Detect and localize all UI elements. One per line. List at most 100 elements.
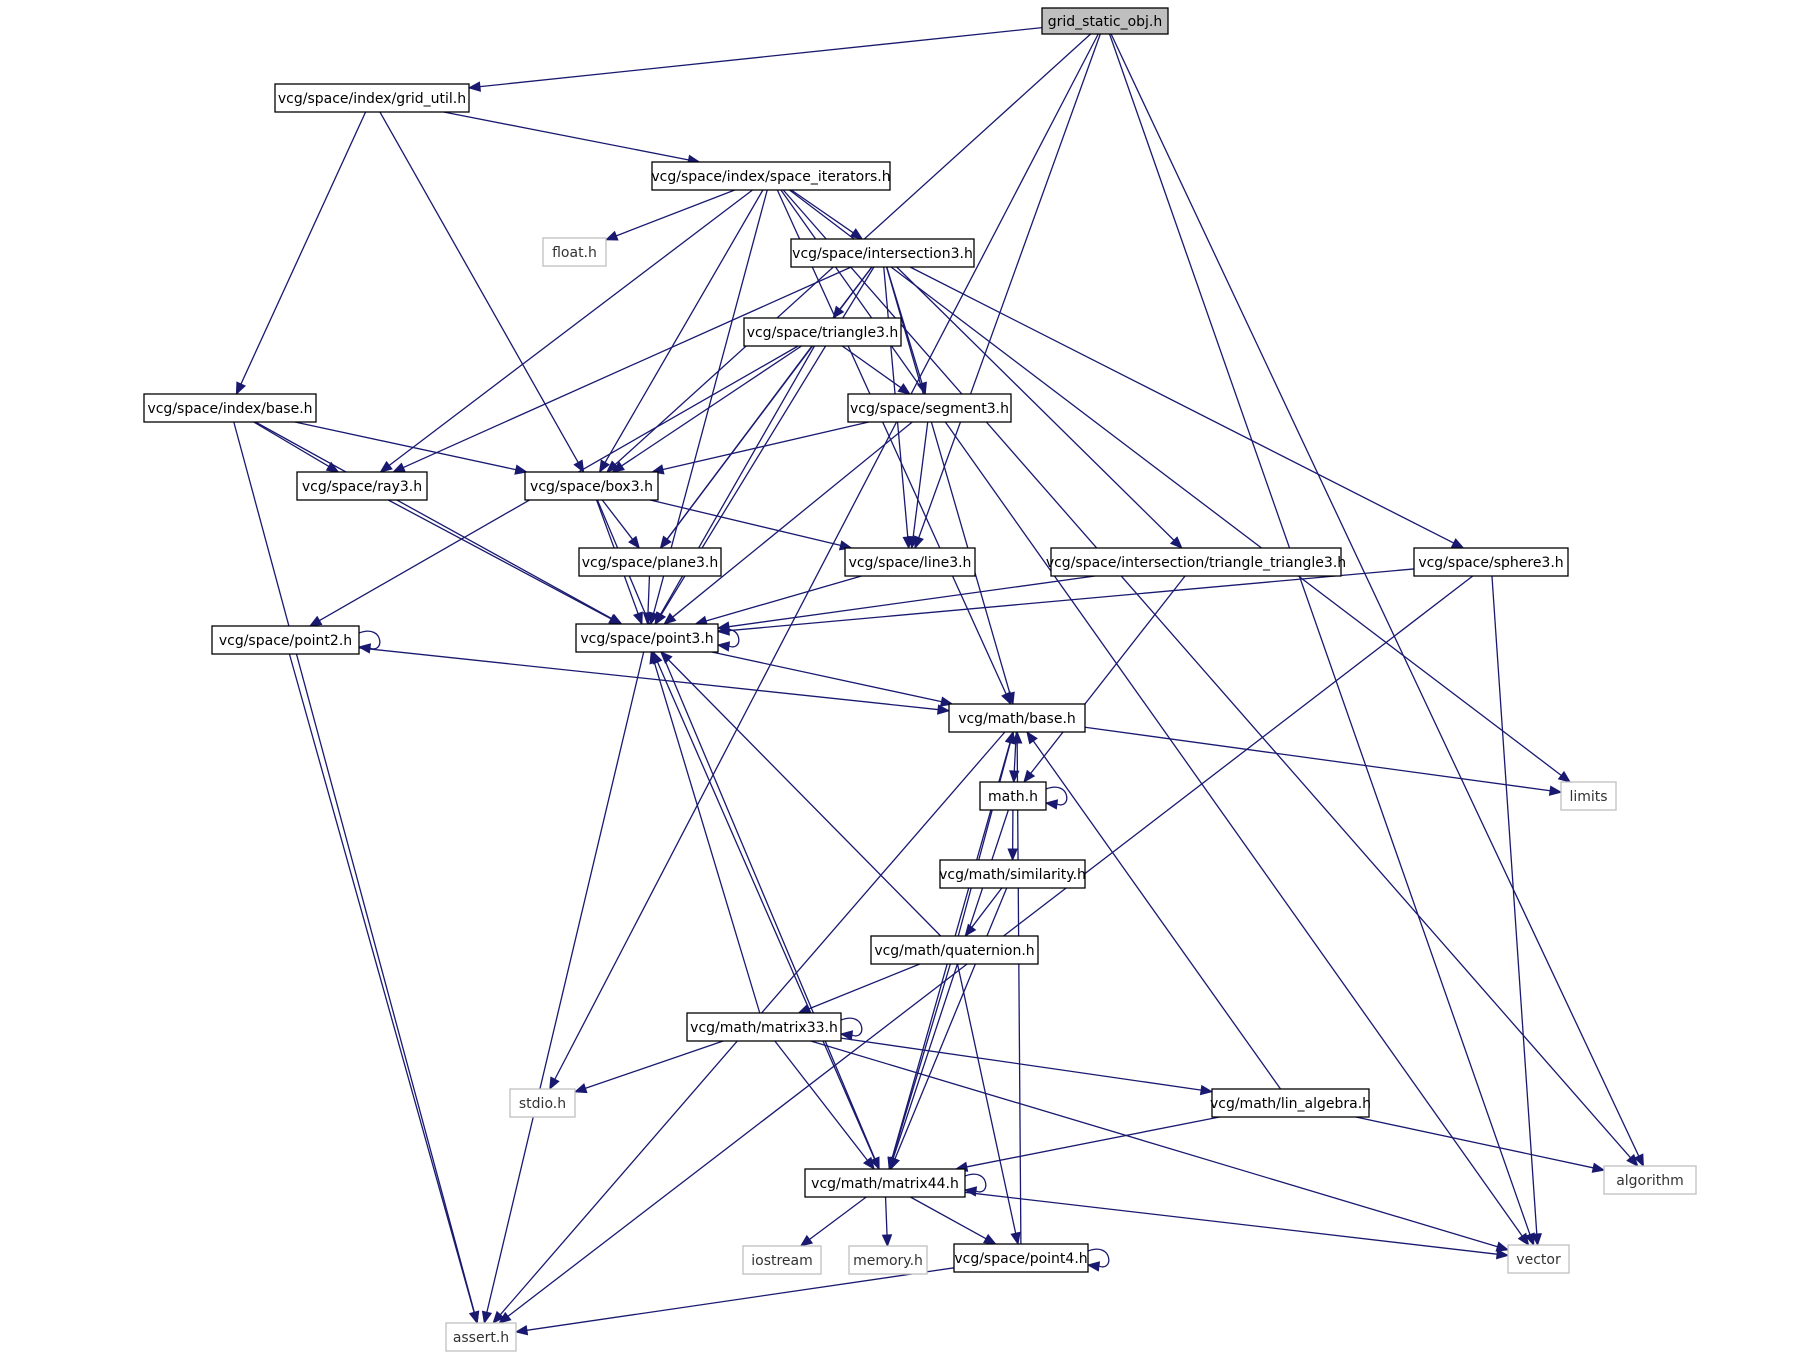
edge-segment3-to-line3 — [908, 421, 929, 550]
edge-lin_algebra-to-algorithm — [1355, 1116, 1606, 1173]
node-matrix44[interactable]: vcg/math/matrix44.h — [804, 1168, 966, 1198]
node-intersection3[interactable]: vcg/space/intersection3.h — [790, 238, 975, 268]
node-algorithm: algorithm — [1603, 1165, 1697, 1195]
node-label: vcg/math/similarity.h — [939, 867, 1086, 883]
edge-space_iterators-to-intersection3 — [790, 189, 864, 240]
edge-point4-to-assert — [514, 1267, 955, 1336]
node-label: algorithm — [1616, 1173, 1684, 1189]
edge-box3-to-line3 — [650, 499, 853, 551]
edge-quaternion-to-math_base — [957, 730, 1016, 937]
edge-matrix44-to-point3 — [652, 650, 880, 1170]
node-triangle3[interactable]: vcg/space/triangle3.h — [743, 317, 902, 347]
edge-space_iterators-to-limits — [789, 189, 1572, 783]
edge-intersection3-to-tri_tri3 — [896, 266, 1183, 549]
edge-grid_static_obj-to-grid_util — [467, 26, 1043, 92]
edge-similarity-to-quaternion — [964, 887, 1003, 938]
edge-grid_util-to-box3 — [379, 111, 585, 474]
node-ray3[interactable]: vcg/space/ray3.h — [296, 471, 428, 501]
node-label: float.h — [552, 245, 597, 261]
nodes-layer: grid_static_obj.h vcg/space/index/grid_ut… — [143, 7, 1697, 1352]
node-memory: memory.h — [848, 1245, 928, 1275]
node-limits: limits — [1560, 781, 1617, 811]
edge-point4-to-math_base — [1011, 730, 1023, 1245]
edge-line3-to-point3 — [694, 575, 862, 626]
edge-grid_static_obj-to-vector — [1108, 33, 1535, 1247]
node-label: vcg/space/triangle3.h — [747, 325, 899, 341]
node-plane3[interactable]: vcg/space/plane3.h — [578, 547, 722, 577]
edge-matrix33-to-stdio — [573, 1040, 724, 1094]
node-label: vcg/math/matrix44.h — [811, 1176, 959, 1192]
edge-point2-to-assert — [288, 653, 480, 1325]
node-label: vcg/space/index/space_iterators.h — [651, 169, 890, 185]
edge-grid_static_obj-to-line3 — [914, 33, 1101, 550]
node-label: vcg/space/box3.h — [530, 479, 653, 495]
node-label: vcg/space/sphere3.h — [1418, 555, 1563, 571]
node-sphere3[interactable]: vcg/space/sphere3.h — [1413, 547, 1569, 577]
edge-point3-to-assert — [481, 651, 645, 1325]
edge-point2-to-math_base — [358, 647, 951, 715]
node-similarity[interactable]: vcg/math/similarity.h — [939, 859, 1086, 889]
node-point4[interactable]: vcg/space/point4.h — [953, 1243, 1089, 1273]
edge-matrix33-to-matrix33 — [839, 1017, 863, 1041]
edge-triangle3-to-box3 — [611, 345, 802, 473]
node-label: vcg/space/plane3.h — [582, 555, 718, 571]
node-label: memory.h — [853, 1253, 923, 1269]
node-space-iterators[interactable]: vcg/space/index/space_iterators.h — [651, 161, 891, 191]
edge-plane3-to-point3 — [642, 575, 654, 626]
edge-matrix44-to-point4 — [910, 1196, 997, 1245]
edge-index_base-to-ray3 — [253, 421, 340, 473]
node-tri-tri3[interactable]: vcg/space/intersection/triangle_triangle… — [1046, 547, 1346, 577]
node-point2[interactable]: vcg/space/point2.h — [211, 625, 360, 655]
node-index-base[interactable]: vcg/space/index/base.h — [143, 393, 317, 423]
node-iostream: iostream — [742, 1245, 822, 1275]
node-label: vcg/space/segment3.h — [850, 401, 1009, 417]
node-grid-static-obj[interactable]: grid_static_obj.h — [1041, 7, 1169, 35]
edge-point4-to-point4 — [1086, 1248, 1110, 1272]
node-label: vcg/space/intersection3.h — [792, 246, 973, 262]
edge-space_iterators-to-ray3 — [379, 189, 753, 473]
node-label: vcg/math/lin_algebra.h — [1210, 1096, 1371, 1112]
node-label: vector — [1516, 1252, 1561, 1268]
node-label: vcg/space/index/base.h — [147, 401, 312, 417]
edge-matrix33-to-vector — [810, 1040, 1510, 1252]
edge-sphere3-to-vector — [1491, 575, 1542, 1247]
node-math[interactable]: math.h — [979, 781, 1047, 811]
edge-matrix33-to-point3 — [649, 650, 761, 1014]
node-grid-util[interactable]: vcg/space/index/grid_util.h — [274, 83, 470, 113]
edge-tri_tri3-to-point3 — [716, 575, 1095, 632]
node-label: vcg/space/intersection/triangle_triangle… — [1046, 555, 1346, 571]
edge-similarity-to-matrix44 — [890, 887, 1008, 1171]
node-label: vcg/space/point3.h — [580, 631, 713, 647]
edge-matrix44-to-vector — [964, 1191, 1510, 1260]
node-matrix33[interactable]: vcg/math/matrix33.h — [686, 1012, 842, 1042]
edge-triangle3-to-point3 — [654, 345, 816, 626]
edge-intersection3-to-math_base — [885, 266, 1015, 706]
node-segment3[interactable]: vcg/space/segment3.h — [847, 393, 1012, 423]
node-label: vcg/space/index/grid_util.h — [278, 91, 466, 107]
node-math-base[interactable]: vcg/math/base.h — [948, 703, 1086, 733]
edge-grid_util-to-index_base — [235, 111, 367, 396]
node-label: math.h — [988, 789, 1038, 805]
node-label: vcg/space/point2.h — [219, 633, 352, 649]
node-label: vcg/space/point4.h — [954, 1251, 1087, 1267]
node-lin-algebra[interactable]: vcg/math/lin_algebra.h — [1210, 1088, 1371, 1118]
edge-box3-to-matrix44 — [596, 499, 880, 1171]
node-label: grid_static_obj.h — [1048, 14, 1163, 30]
node-vector: vector — [1507, 1244, 1570, 1274]
edge-intersection3-to-sphere3 — [909, 266, 1465, 549]
edge-matrix33-to-matrix44 — [774, 1040, 875, 1171]
edge-grid_static_obj-to-stdio — [549, 33, 1099, 1091]
edge-grid_static_obj-to-algorithm — [1110, 33, 1644, 1168]
edge-tri_tri3-to-math — [1023, 575, 1186, 784]
node-label: stdio.h — [519, 1096, 566, 1112]
edge-segment3-to-box3 — [650, 421, 869, 475]
edge-lin_algebra-to-math_base — [1026, 730, 1282, 1090]
node-point3[interactable]: vcg/space/point3.h — [575, 623, 719, 653]
node-quaternion[interactable]: vcg/math/quaternion.h — [870, 935, 1039, 965]
edge-index_base-to-assert — [233, 421, 480, 1325]
edge-math_base-to-limits — [1084, 726, 1563, 796]
node-label: vcg/math/base.h — [958, 711, 1076, 727]
node-box3[interactable]: vcg/space/box3.h — [524, 471, 659, 501]
node-line3[interactable]: vcg/space/line3.h — [844, 547, 976, 577]
